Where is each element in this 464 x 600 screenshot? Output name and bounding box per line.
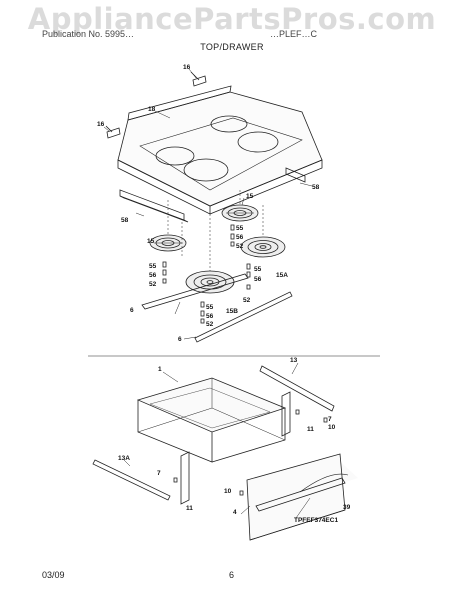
callout-56-d: 56 — [206, 313, 214, 320]
surface-element-15a — [240, 236, 286, 258]
callout-58-left: 58 — [121, 217, 129, 224]
support-rail-front — [141, 273, 249, 310]
callout-11-left: 11 — [186, 505, 193, 512]
callout-4: 4 — [233, 509, 237, 516]
surface-element-15-rear — [221, 204, 259, 222]
drawer-fasteners — [173, 409, 328, 496]
drawer-bracket-11-left — [180, 451, 190, 505]
drawer-slide-13 — [259, 365, 335, 412]
callout-13: 13 — [290, 357, 298, 364]
callout-7-right: 7 — [328, 416, 332, 423]
callout-55-d: 55 — [206, 304, 214, 311]
callout-1: 1 — [158, 366, 162, 373]
footer-page-number: 6 — [229, 570, 235, 580]
trim-strip-right — [285, 167, 306, 183]
callout-15-rear: 15 — [246, 193, 254, 200]
trim-strip-left — [119, 189, 189, 223]
callout-52-a: 52 — [236, 243, 244, 250]
callout-56-a: 56 — [236, 234, 244, 241]
footer-date: 03/09 — [42, 570, 65, 580]
callout-16-left: 16 — [97, 121, 105, 128]
watermark: AppliancePartsPros.com — [27, 2, 437, 36]
callout-52-c: 52 — [243, 297, 251, 304]
cooktop-assembly — [105, 71, 323, 215]
callout-6-rear: 6 — [178, 336, 182, 343]
model-number: …PLEF…C — [270, 29, 318, 39]
callout-55-a: 55 — [236, 225, 244, 232]
callout-10-right: 10 — [328, 424, 336, 431]
callout-56-c: 56 — [254, 276, 262, 283]
callout-18: 18 — [148, 106, 156, 113]
drawer-front-panel — [246, 453, 358, 541]
support-rail-rear — [194, 291, 293, 343]
callout-56-b: 56 — [149, 272, 157, 279]
callout-13a: 13A — [118, 455, 130, 462]
callout-15a: 15A — [276, 272, 288, 279]
callout-15-left: 15 — [147, 238, 155, 245]
callout-55-c: 55 — [254, 266, 262, 273]
drawer-slide-13a — [92, 459, 171, 501]
callout-52-d: 52 — [206, 321, 214, 328]
callout-39: 39 — [343, 504, 351, 511]
drawer-bracket-11-right — [281, 391, 291, 437]
publication-number: Publication No. 5995… — [42, 29, 135, 39]
callout-16-top: 16 — [183, 64, 191, 71]
section-title: TOP/DRAWER — [200, 42, 264, 52]
figure-code: TPFEF374EC1 — [294, 517, 338, 524]
callout-58-right: 58 — [312, 184, 320, 191]
callout-7-left: 7 — [157, 470, 161, 477]
drawer-handle-39 — [255, 473, 349, 512]
callout-15b: 15B — [226, 308, 238, 315]
callout-10-left: 10 — [224, 488, 232, 495]
surface-element-15-left — [149, 234, 187, 252]
mounting-hardware — [162, 224, 251, 324]
callout-11-right: 11 — [307, 426, 314, 433]
callout-6-front: 6 — [130, 307, 134, 314]
callout-52-b: 52 — [149, 281, 157, 288]
drawer-body — [136, 377, 287, 463]
callout-55-b: 55 — [149, 263, 157, 270]
